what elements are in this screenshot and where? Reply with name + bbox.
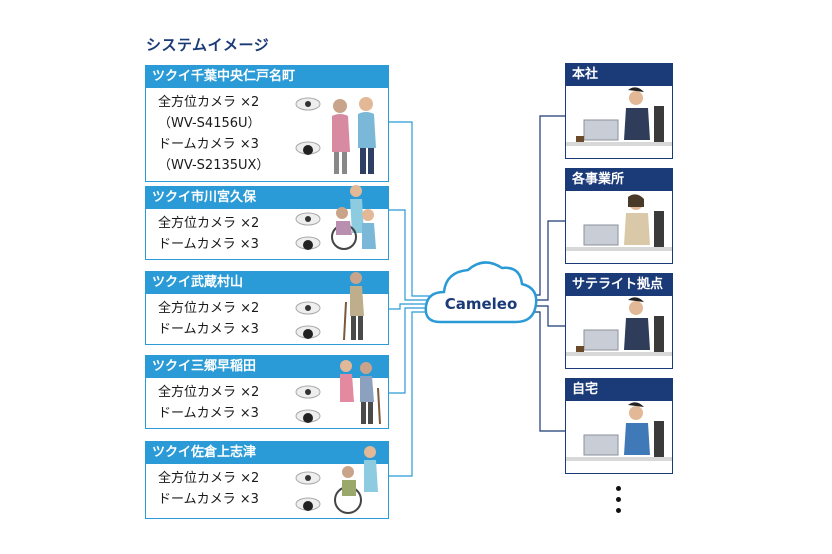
- site-card: ツクイ市川宮久保 全方位カメラ ×2 ドームカメラ ×3: [145, 185, 389, 260]
- camera-line: 全方位カメラ ×2: [158, 471, 260, 486]
- line-site-5: [389, 311, 440, 477]
- office-name: 各事業所: [566, 169, 672, 191]
- site-name: ツクイ武蔵村山: [146, 272, 388, 294]
- site-card: ツクイ三郷早稲田 全方位カメラ ×2 ドームカメラ ×3: [145, 355, 389, 429]
- camera-model: （WV-S2135UX）: [158, 158, 270, 173]
- office-worker-illustration: [566, 297, 672, 356]
- site-name: ツクイ千葉中央仁戸名町: [146, 66, 388, 88]
- line-site-1: [389, 121, 440, 297]
- line-site-2: [389, 209, 440, 301]
- camera-line: ドームカメラ ×3: [158, 322, 259, 337]
- office-worker-illustration: [566, 87, 672, 146]
- camera-line: 全方位カメラ ×2: [158, 385, 260, 400]
- office-worker-illustration: [566, 194, 672, 251]
- office-name: 本社: [566, 64, 672, 86]
- line-site-4: [389, 307, 440, 394]
- office-name: 自宅: [566, 379, 672, 401]
- site-card: ツクイ武蔵村山 全方位カメラ ×2 ドームカメラ ×3: [145, 271, 389, 345]
- camera-line: 全方位カメラ ×2: [158, 95, 260, 110]
- wheelchair-illustration: [295, 446, 378, 514]
- walking-assist-illustration: [295, 360, 381, 425]
- office-card: サテライト拠点: [565, 273, 673, 369]
- camera-line: 全方位カメラ ×2: [158, 301, 260, 316]
- care-people-illustration: [295, 97, 376, 174]
- wheelchair-illustration: [295, 185, 376, 250]
- office-card: 自宅: [565, 378, 673, 474]
- camera-model: （WV-S4156U）: [158, 116, 261, 131]
- camera-line: ドームカメラ ×3: [158, 492, 259, 507]
- home-worker-illustration: [566, 402, 672, 461]
- site-card: ツクイ千葉中央仁戸名町 全方位カメラ ×2 （WV-S4156U） ドームカメラ…: [145, 65, 389, 182]
- camera-line: ドームカメラ ×3: [158, 137, 259, 152]
- office-card: 本社: [565, 63, 673, 159]
- cloud-label: Cameleo: [445, 295, 518, 313]
- site-card: ツクイ佐倉上志津 全方位カメラ ×2 ドームカメラ ×3: [145, 441, 389, 519]
- office-card: 各事業所: [565, 168, 673, 264]
- office-name: サテライト拠点: [566, 274, 672, 296]
- diagram-title: システムイメージ: [146, 36, 270, 54]
- more-locations-ellipsis: [616, 486, 621, 519]
- site-name: ツクイ佐倉上志津: [146, 442, 388, 464]
- cloud-icon: [424, 261, 538, 324]
- site-name: ツクイ三郷早稲田: [146, 356, 388, 378]
- camera-line: 全方位カメラ ×2: [158, 216, 260, 231]
- line-office-4: [522, 311, 565, 432]
- camera-line: ドームカメラ ×3: [158, 406, 259, 421]
- elderly-walker-illustration: [295, 272, 364, 341]
- site-name: ツクイ市川宮久保: [146, 187, 388, 209]
- line-site-3: [389, 303, 440, 310]
- line-office-1: [522, 115, 565, 296]
- camera-line: ドームカメラ ×3: [158, 237, 259, 252]
